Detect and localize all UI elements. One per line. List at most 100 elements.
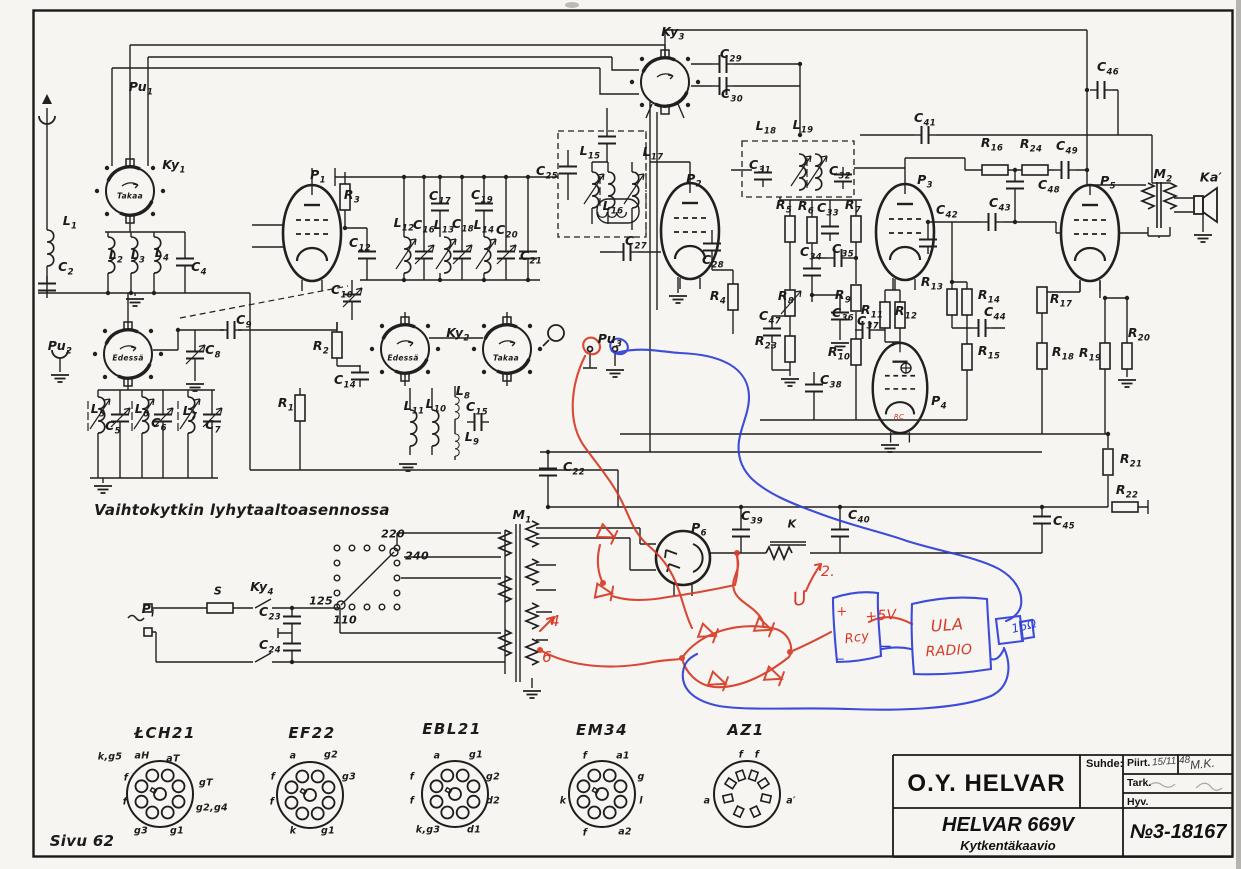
mains-plug-pi [127, 603, 153, 637]
label-r18: R18 [1051, 343, 1075, 363]
components [37, 48, 1218, 829]
label-l3: L3 [130, 246, 146, 266]
label-d2: d2 [485, 795, 501, 807]
label-c46: C46 [1097, 58, 1119, 78]
label-l9: L9 [464, 428, 480, 448]
label-rcy: Rcy [843, 628, 871, 648]
label-r24: R24 [1019, 135, 1043, 155]
label-m2: M2 [1153, 165, 1173, 185]
label-a: a [433, 750, 441, 762]
label-em34: EM34 [575, 721, 629, 739]
drawn-initials: M.K. [1189, 755, 1216, 773]
label-c40: C40 [848, 506, 870, 526]
label-c17: C17 [429, 187, 451, 207]
label-f: f [270, 771, 276, 783]
label-r1: R1 [277, 394, 295, 414]
label-rc: RC [893, 413, 905, 421]
label-l1: L1 [62, 212, 78, 232]
label-k-g5: k,g5 [97, 751, 123, 763]
label-f: f [269, 796, 275, 808]
label-r4: R4 [709, 287, 727, 307]
label-c43: C43 [989, 194, 1011, 214]
label-f: f [754, 749, 760, 761]
label--: − [879, 636, 893, 656]
label-a1: a1 [616, 750, 630, 762]
blue-wire-main [614, 348, 1023, 623]
input-cup-pu2 [51, 349, 69, 359]
junction-dots [105, 61, 1130, 665]
label-at: aT [166, 753, 180, 765]
label-az1: AZ1 [727, 721, 765, 739]
label-c6: C6 [151, 414, 167, 434]
label-f: f [582, 750, 588, 762]
label-l4: L4 [154, 244, 170, 264]
label-ky3: Ky3 [661, 23, 685, 43]
label-r9: R9 [834, 286, 852, 306]
label-c4: C4 [191, 258, 207, 278]
label-r2: R2 [312, 337, 330, 357]
label-16-: 16Ω [1010, 616, 1038, 636]
label-ky2: Ky2 [446, 324, 470, 344]
label-edess-: Edessä [112, 353, 144, 363]
label-l16: L16 [602, 197, 624, 217]
blue-annotations [609, 337, 1036, 711]
label-c33: C33 [817, 199, 839, 219]
label-g3: g3 [341, 771, 357, 783]
label-k: k [559, 795, 567, 807]
label-f: f [123, 772, 129, 784]
scan-edge [1236, 0, 1241, 869]
label-u: U [791, 586, 809, 612]
label-c38: C38 [820, 371, 842, 391]
label-c32: C32 [829, 162, 851, 182]
label-k: K [787, 517, 797, 531]
label-c31: C31 [749, 156, 771, 176]
red-wire-pickup [571, 354, 694, 630]
label-r12: R12 [894, 302, 918, 322]
label-p3: P3 [917, 171, 933, 191]
label-c23: C23 [259, 603, 281, 623]
label--ch21: ŁCH21 [134, 724, 196, 742]
label-l14: L14 [473, 216, 495, 236]
scan-smudge [565, 2, 579, 8]
antenna-pu1-icon [42, 94, 52, 104]
label-r21: R21 [1119, 450, 1143, 470]
label-r5: R5 [775, 196, 793, 216]
label-c48: C48 [1038, 176, 1060, 196]
blue-curl-pu3 [609, 337, 629, 356]
label-c5: C5 [105, 417, 121, 437]
doc-type: Kytkentäkaavio [960, 838, 1056, 853]
blue-wire-loop [681, 646, 1010, 711]
label-c18: C18 [452, 215, 474, 235]
label-c41: C41 [914, 109, 936, 129]
label-l19: L19 [792, 116, 814, 136]
blue-connector-box [994, 614, 1036, 646]
voltage-selector [333, 544, 401, 611]
label-pi: Pi [141, 600, 155, 620]
blue-box-rcy [831, 591, 883, 664]
red-wire-5v [867, 616, 914, 626]
label-240: 240 [405, 549, 429, 563]
label-p5: P5 [1100, 172, 1116, 192]
label-l8: L8 [455, 382, 471, 402]
label-c15: C15 [466, 398, 488, 418]
label-2-: 2. [821, 564, 835, 580]
label-c10: C10 [331, 281, 353, 301]
label-vaihtokytkin-lyhytaaltoasennossa: Vaihtokytkin lyhytaaltoasennossa [94, 501, 390, 519]
label-k: k [289, 825, 297, 837]
red-annotations [537, 336, 914, 692]
label-c27: C27 [625, 232, 647, 252]
label-r22: R22 [1115, 481, 1139, 501]
pencil-marks [1147, 782, 1223, 791]
label-c2: C2 [58, 258, 74, 278]
label--: + [836, 604, 848, 620]
blue-box-ula-radio [910, 596, 993, 676]
label-ula: ULA [930, 614, 964, 636]
label-r14: R14 [977, 286, 1001, 306]
label-f: f [409, 771, 415, 783]
red-wire-heater [538, 615, 683, 668]
label-a: a [703, 795, 711, 807]
label-l5: L5 [90, 400, 106, 420]
label-c29: C29 [720, 45, 742, 65]
label-g3: g3 [133, 825, 149, 837]
drawing-number: №3-18167 [1130, 821, 1227, 843]
